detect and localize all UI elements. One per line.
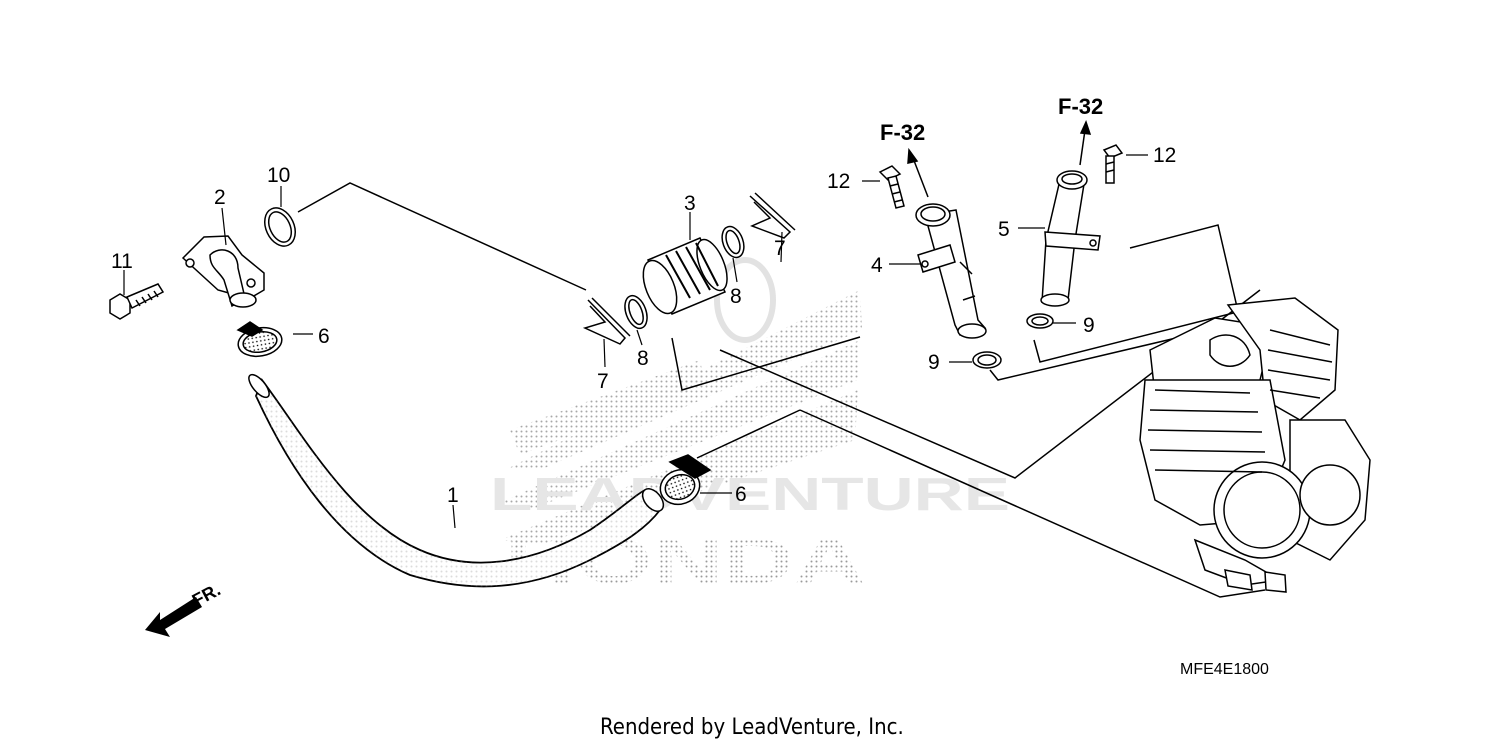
o-ring-part-8a xyxy=(624,294,648,330)
diagram-code: MFE4E1800 xyxy=(1180,661,1269,678)
callout-1: 1 xyxy=(447,484,459,507)
bolt-part-11 xyxy=(109,283,165,320)
callout-12a: 12 xyxy=(827,170,851,193)
front-direction-arrow xyxy=(145,597,202,637)
callout-8b: 8 xyxy=(730,285,742,308)
callout-9b: 9 xyxy=(1083,314,1095,337)
footer-credit: Rendered by LeadVenture, Inc. xyxy=(600,715,904,740)
callout-7b: 7 xyxy=(774,237,786,260)
callout-5: 5 xyxy=(998,218,1010,241)
callout-7a: 7 xyxy=(597,370,609,393)
clip-part-7a xyxy=(582,297,631,345)
callout-6b: 6 xyxy=(735,483,747,506)
callout-9a: 9 xyxy=(928,351,940,374)
water-pipe-part-5 xyxy=(1040,170,1101,307)
callout-3: 3 xyxy=(684,192,696,215)
callout-8a: 8 xyxy=(637,347,649,370)
callout-6a: 6 xyxy=(318,325,330,348)
o-ring-part-8b xyxy=(721,225,745,259)
engine-assembly xyxy=(1139,297,1371,593)
callout-11: 11 xyxy=(111,250,133,273)
water-hose-part-1 xyxy=(248,373,665,588)
ref-label-left[interactable]: F-32 xyxy=(880,120,926,145)
o-ring-part-9b xyxy=(1026,313,1054,329)
rubber-joint-part-3 xyxy=(642,237,728,315)
callout-leaders xyxy=(123,154,1148,529)
callout-12b: 12 xyxy=(1153,144,1177,167)
flange-joint-part-2 xyxy=(181,235,265,308)
hose-clamp-part-6b xyxy=(659,454,712,506)
ref-arrow-right xyxy=(1079,119,1092,166)
hose-clamp-part-6a xyxy=(236,321,283,358)
ref-label-right[interactable]: F-32 xyxy=(1058,94,1104,119)
o-ring-part-10 xyxy=(264,207,296,247)
o-ring-part-9a xyxy=(972,351,1002,369)
callout-10: 10 xyxy=(267,164,291,187)
callout-4: 4 xyxy=(871,254,883,277)
ref-arrow-left xyxy=(907,147,929,198)
water-pipe-part-4 xyxy=(915,203,987,339)
leadventure-watermark: LEADVENTURE xyxy=(490,468,1010,520)
bolt-part-12a xyxy=(878,165,905,209)
bolt-part-12b xyxy=(1102,144,1124,184)
clip-part-7b xyxy=(749,192,796,239)
callout-2: 2 xyxy=(214,186,226,209)
